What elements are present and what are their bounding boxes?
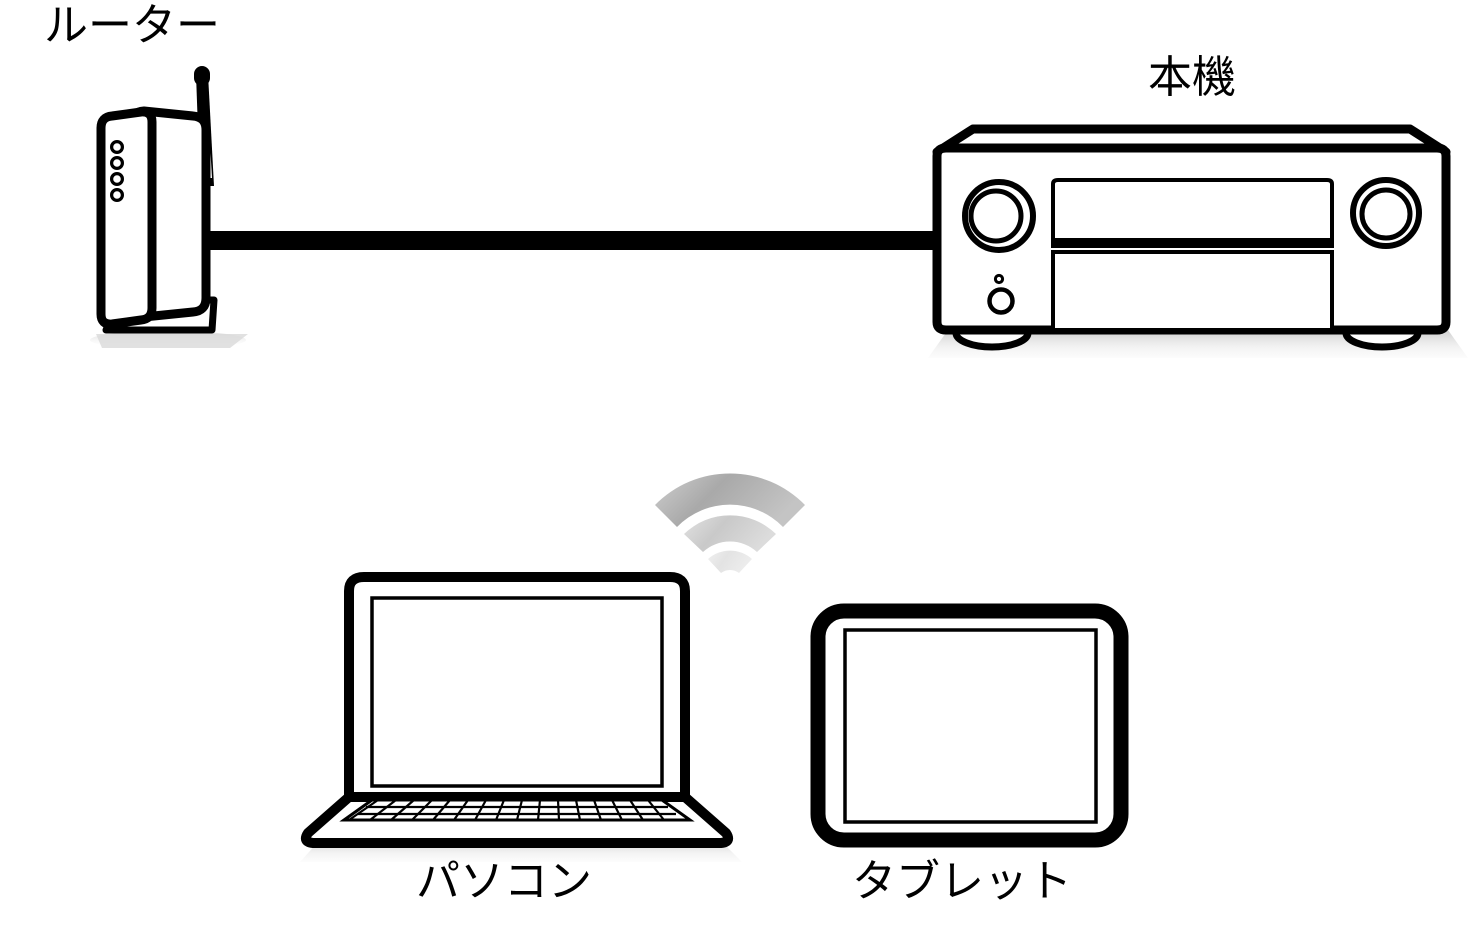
laptop-device [300, 572, 742, 862]
tablet-device [810, 603, 1129, 848]
tablet-screen[interactable] [843, 628, 1098, 824]
wifi-signal-icon [655, 473, 805, 573]
av-receiver-label: 本機 [1148, 53, 1236, 102]
router-status-leds [109, 140, 124, 203]
laptop-keyboard[interactable] [339, 798, 695, 822]
router-body [96, 106, 211, 329]
laptop-screen-lid [344, 572, 690, 802]
receiver-selector-knob-right[interactable] [1350, 177, 1422, 249]
router-device [90, 66, 248, 349]
tablet-label: タブレット [852, 857, 1072, 906]
av-receiver-device [928, 124, 1468, 358]
laptop-label: パソコン [416, 857, 592, 906]
receiver-display-panel [1051, 178, 1334, 332]
receiver-power-button[interactable] [987, 287, 1015, 315]
receiver-volume-knob-left[interactable] [962, 179, 1036, 253]
wired-cable-connection [206, 231, 942, 250]
router-label: ルーター [44, 1, 220, 50]
receiver-indicator-dot [993, 273, 1005, 285]
